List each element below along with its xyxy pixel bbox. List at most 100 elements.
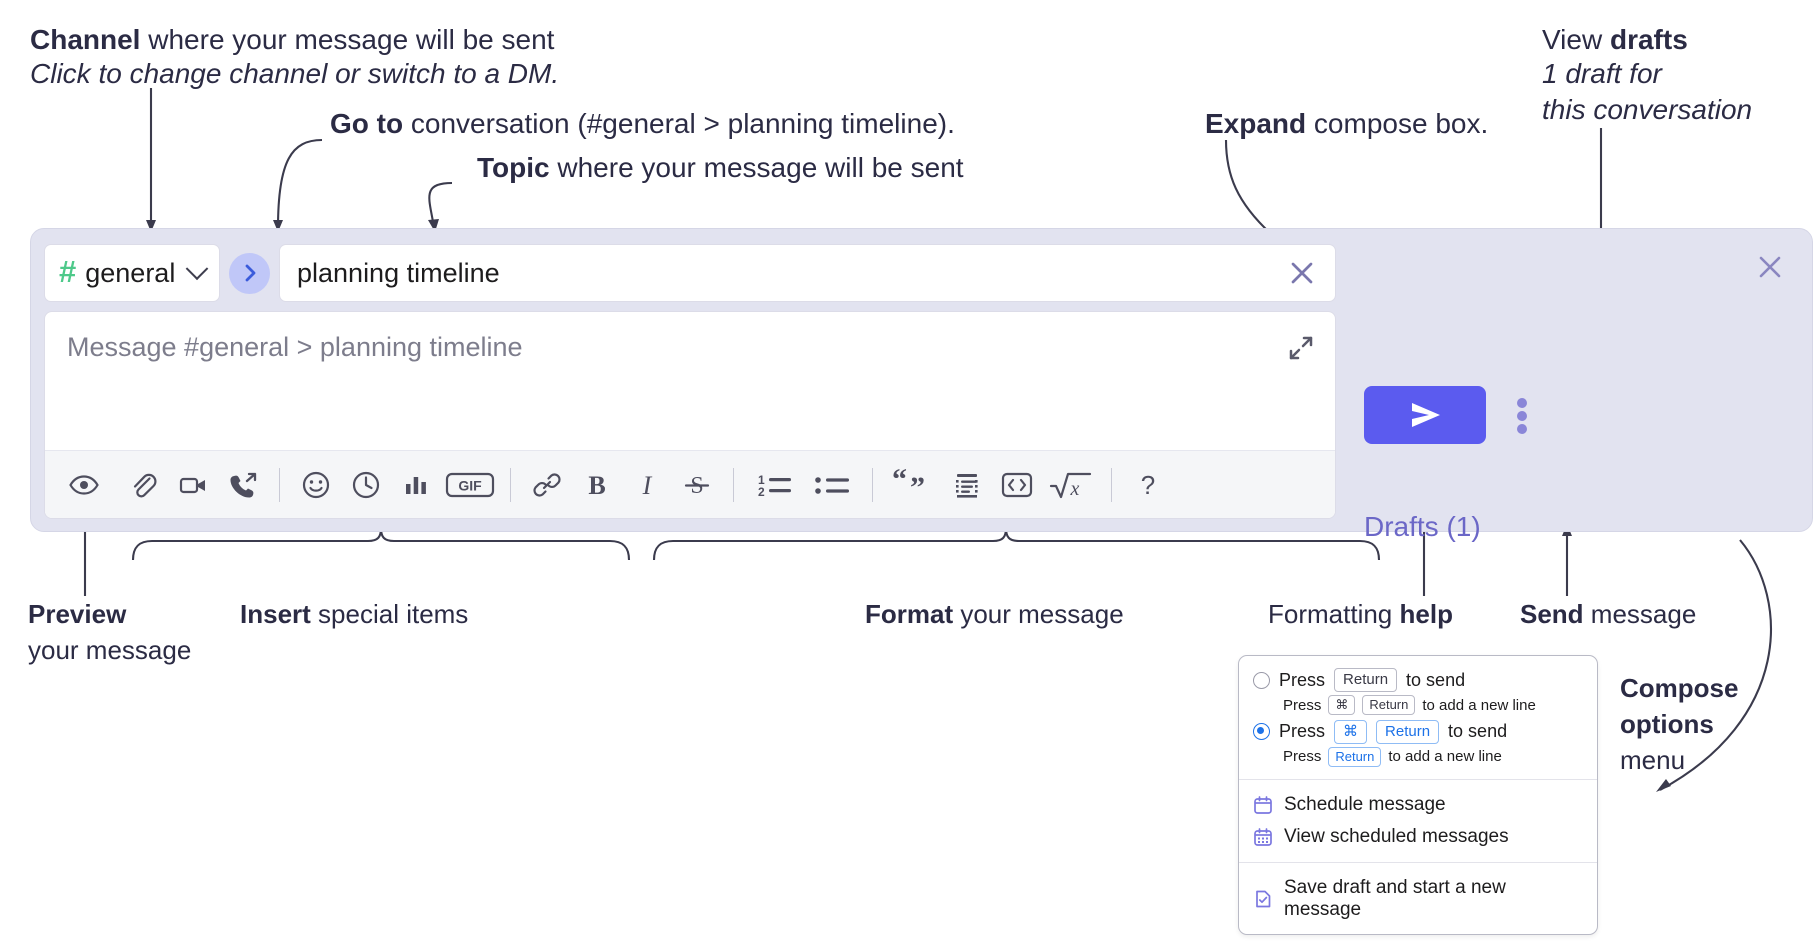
annotation-drafts-plain: View [1542, 24, 1610, 55]
annotation-topic-bold: Topic [477, 152, 550, 183]
toolbar-divider [279, 467, 280, 502]
annotation-preview-rest: your message [28, 635, 192, 665]
italic-button[interactable]: I [622, 462, 672, 508]
key-command: ⌘ [1328, 695, 1356, 715]
smiley-icon [302, 471, 330, 498]
annotation-preview: Preview [28, 598, 126, 631]
svg-text:?: ? [1141, 470, 1155, 500]
annotation-topic-rest: where your message will be sent [549, 152, 964, 183]
svg-text:x: x [1070, 478, 1080, 500]
close-panel-button[interactable] [1750, 247, 1790, 287]
go-to-conversation-button[interactable] [229, 252, 270, 294]
option2-sub-pre: Press [1283, 748, 1322, 766]
annotation-channel-bold: Channel [30, 24, 141, 55]
code-block-button[interactable] [942, 462, 992, 508]
annotation-format-rest: your message [953, 599, 1124, 629]
option1-sub-post: to add a new line [1422, 696, 1536, 714]
compose-options-menu: Press Return to send Press ⌘ Return to a… [1238, 655, 1598, 935]
annotation-send: Send message [1520, 598, 1696, 631]
annotation-send-bold: Send [1520, 599, 1584, 629]
channel-selector[interactable]: # general [44, 244, 220, 302]
annotation-compose-options-3: menu [1620, 744, 1685, 777]
annotation-channel-sub: Click to change channel or switch to a D… [30, 56, 559, 92]
option2-pre: Press [1279, 721, 1326, 742]
svg-text:2: 2 [758, 485, 765, 499]
document-check-icon [1256, 890, 1271, 907]
ordered-list-button[interactable]: 1 2 [745, 462, 803, 508]
record-video-clip-button[interactable] [168, 462, 218, 508]
schedule-button[interactable] [341, 462, 391, 508]
poll-button[interactable] [391, 462, 441, 508]
inline-code-button[interactable] [992, 462, 1042, 508]
paperclip-icon [133, 473, 157, 497]
annotation-drafts-bold: drafts [1609, 24, 1688, 55]
option1-pre: Press [1279, 669, 1326, 690]
toolbar-divider [733, 467, 734, 502]
annotation-goto-rest: conversation (#general > planning timeli… [403, 108, 955, 139]
hash-icon: # [59, 254, 77, 289]
menu-item-view-scheduled-messages[interactable]: View scheduled messages [1239, 821, 1597, 853]
annotation-insert-bold: Insert [240, 599, 311, 629]
annotation-compose-options-bold1: Compose [1620, 673, 1739, 703]
svg-text:B: B [588, 471, 605, 500]
message-placeholder: Message #general > planning timeline [67, 332, 523, 362]
drafts-link[interactable]: Drafts (1) [1364, 511, 1481, 542]
more-vertical-icon-dot [1517, 424, 1527, 434]
send-option-cmd-return[interactable]: Press ⌘ Return to send [1239, 718, 1597, 746]
bulleted-list-button[interactable] [803, 462, 861, 508]
formatting-help-button[interactable]: ? [1123, 462, 1173, 508]
ordered-list-icon: 1 2 [758, 473, 791, 499]
toolbar-divider [1111, 467, 1112, 502]
send-option-return[interactable]: Press Return to send [1239, 666, 1597, 694]
blockquote-button[interactable]: “ ” [884, 462, 942, 508]
menu-divider [1239, 861, 1597, 863]
math-button[interactable]: x [1042, 462, 1100, 508]
preview-message-button[interactable] [59, 462, 109, 508]
code-brackets-icon [1001, 472, 1033, 497]
attach-file-button[interactable] [118, 462, 168, 508]
bar-chart-icon [406, 476, 426, 494]
radio-return-to-send[interactable] [1253, 671, 1270, 689]
compose-options-button[interactable] [1509, 394, 1535, 438]
video-camera-icon [179, 477, 205, 493]
annotation-compose-options-2: options [1620, 708, 1714, 741]
menu-divider [1239, 778, 1597, 780]
option1-post: to send [1406, 669, 1466, 690]
annotation-compose-options-bold2: options [1620, 709, 1714, 739]
more-vertical-icon-dot [1517, 398, 1527, 408]
key-return: Return [1334, 668, 1398, 693]
link-button[interactable] [522, 462, 572, 508]
message-input-box[interactable]: Message #general > planning timeline [44, 311, 1336, 519]
strikethrough-button[interactable]: S [672, 462, 722, 508]
record-audio-clip-button[interactable] [218, 462, 268, 508]
annotation-drafts-italic2: this conversation [1542, 94, 1753, 125]
annotation-channel: Channel where your message will be sent [30, 22, 554, 58]
topic-clear-button[interactable] [1285, 256, 1319, 290]
annotation-help-bold: help [1399, 599, 1453, 629]
menu-item-schedule-message[interactable]: Schedule message [1239, 789, 1597, 821]
annotation-format-bold: Format [865, 599, 954, 629]
annotation-format: Format your message [865, 598, 1124, 631]
bold-icon: B [588, 471, 605, 500]
expand-compose-button[interactable] [1283, 330, 1319, 366]
annotation-goto-bold: Go to [330, 108, 404, 139]
bold-button[interactable]: B [572, 462, 622, 508]
topic-field[interactable]: planning timeline [279, 244, 1336, 302]
link-icon [533, 472, 561, 497]
radio-cmd-return-to-send[interactable] [1253, 723, 1270, 741]
send-option-cmd-return-sub: Press Return to add a new line [1239, 746, 1597, 770]
annotation-goto: Go to conversation (#general > planning … [330, 106, 955, 142]
menu-item-save-draft[interactable]: Save draft and start a new message [1239, 872, 1597, 926]
chevron-right-icon [245, 264, 255, 282]
send-message-button[interactable] [1364, 386, 1486, 444]
annotation-preview-bold: Preview [28, 599, 127, 629]
more-vertical-icon-dot [1517, 411, 1527, 421]
gif-button[interactable]: GIF [441, 462, 499, 508]
option2-post: to send [1448, 721, 1508, 742]
compose-header-row: # general planning timeline [44, 243, 1336, 303]
annotation-expand-rest: compose box. [1306, 108, 1489, 139]
option1-sub-pre: Press [1283, 696, 1322, 714]
key-return: Return [1328, 747, 1382, 767]
emoji-button[interactable] [291, 462, 341, 508]
